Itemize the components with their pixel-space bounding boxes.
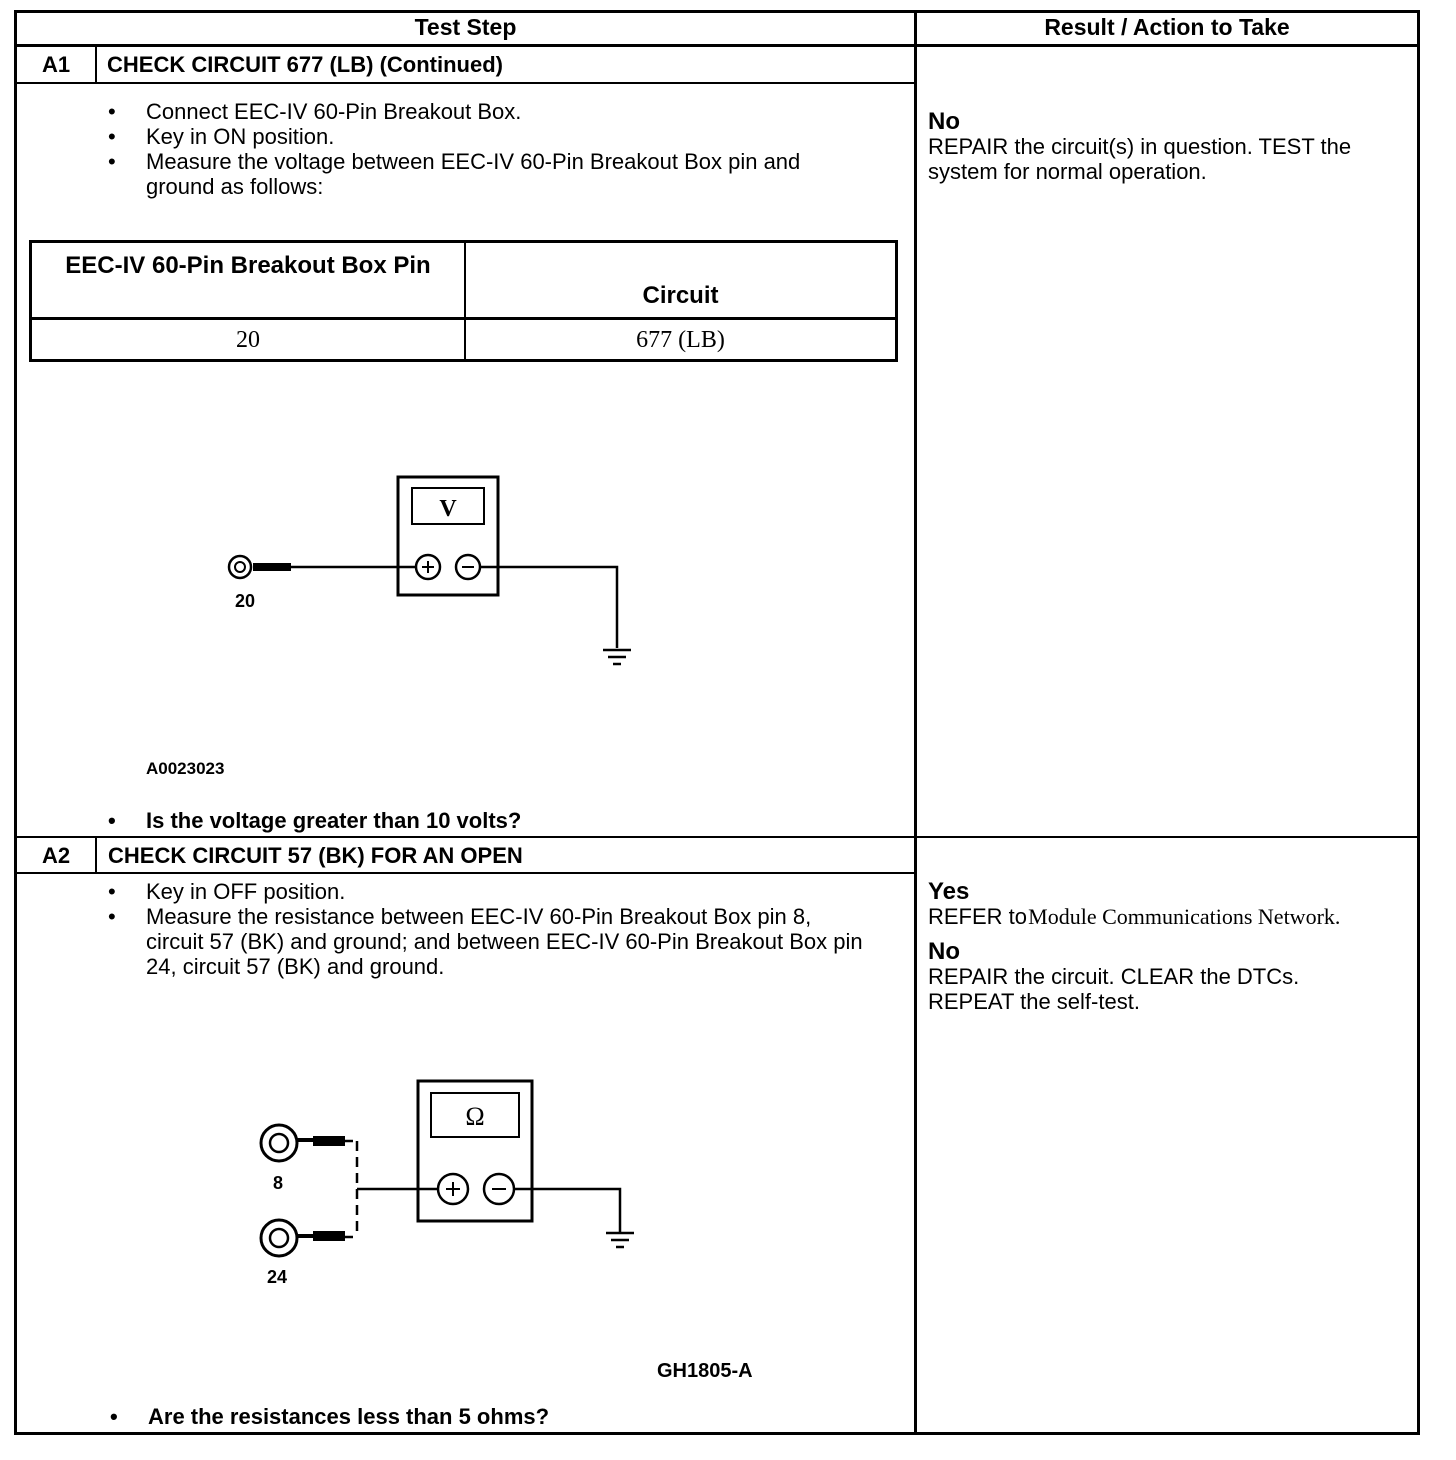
result-no-text: REPAIR the circuit(s) in question. TEST …	[928, 134, 1352, 184]
step-a2-title: CHECK CIRCUIT 57 (BK) FOR AN OPEN	[108, 843, 523, 868]
list-item: Measure the voltage between EEC-IV 60-Pi…	[108, 149, 868, 199]
a1-figure-id: A0023023	[146, 759, 225, 778]
header-divider	[14, 44, 1420, 47]
pin-column-header: EEC-IV 60-Pin Breakout Box Pin	[65, 252, 431, 279]
step-a1-bullets: Connect EEC-IV 60-Pin Breakout Box. Key …	[108, 99, 868, 199]
list-item: Connect EEC-IV 60-Pin Breakout Box.	[108, 99, 868, 124]
header-result-action: Result / Action to Take	[1044, 14, 1290, 40]
result-yes-text: REFER to Module Communications Network.	[928, 904, 1416, 929]
list-item: Is the voltage greater than 10 volts?	[108, 808, 888, 833]
table-border-right	[1417, 10, 1420, 1435]
voltmeter-display	[411, 487, 485, 525]
a2-figure-id: GH1805-A	[657, 1360, 753, 1382]
header-test-step: Test Step	[414, 14, 517, 40]
list-item: Are the resistances less than 5 ohms?	[110, 1404, 890, 1429]
result-yes-prefix: REFER to	[928, 904, 1028, 929]
step-a1-title: CHECK CIRCUIT 677 (LB) (Continued)	[107, 52, 503, 77]
a2-id-divider	[95, 836, 97, 874]
module-communications-network-link[interactable]: Module Communications Network.	[1028, 904, 1341, 929]
a1-voltmeter-diagram: V 20	[227, 475, 631, 666]
pin-value: 20	[236, 327, 260, 353]
a1-result: No REPAIR the circuit(s) in question. TE…	[928, 109, 1398, 184]
step-divider	[14, 836, 1420, 838]
circuit-value: 677 (LB)	[636, 327, 725, 353]
step-a2-id: A2	[41, 843, 71, 868]
step-a2-bullets: Key in OFF position. Measure the resista…	[108, 879, 868, 979]
table-border-top	[14, 10, 1420, 13]
pin-24-label: 24	[267, 1267, 287, 1287]
result-yes-label: Yes	[928, 878, 970, 905]
pin-20-label: 20	[235, 591, 255, 611]
a1-id-divider	[95, 44, 97, 84]
result-no-label: No	[928, 938, 960, 965]
step-a2-question: Are the resistances less than 5 ohms?	[110, 1404, 890, 1429]
ohmmeter-symbol: Ω	[465, 1102, 484, 1131]
table-border-left	[14, 10, 17, 1435]
column-divider	[914, 10, 917, 1435]
a2-title-divider	[14, 872, 917, 874]
list-item: Key in OFF position.	[108, 879, 868, 904]
voltmeter-symbol: V	[439, 496, 457, 522]
a1-pin-table: EEC-IV 60-Pin Breakout Box Pin Circuit 2…	[29, 240, 898, 362]
pin-8-label: 8	[273, 1173, 283, 1193]
ohmmeter-display	[430, 1092, 520, 1138]
circuit-column-header: Circuit	[642, 282, 719, 309]
table-border-bottom	[14, 1432, 1420, 1435]
a2-ohmmeter-diagram: Ω 8 24	[259, 1079, 634, 1287]
a2-result: Yes REFER to Module Communications Netwo…	[928, 879, 1416, 1014]
a1-title-divider	[14, 82, 917, 84]
step-a1-question: Is the voltage greater than 10 volts?	[108, 808, 888, 833]
result-no-label: No	[928, 108, 960, 135]
list-item: Measure the resistance between EEC-IV 60…	[108, 904, 868, 979]
result-no-text: REPAIR the circuit. CLEAR the DTCs. REPE…	[928, 964, 1300, 1014]
list-item: Key in ON position.	[108, 124, 868, 149]
step-a1-id: A1	[41, 52, 71, 77]
